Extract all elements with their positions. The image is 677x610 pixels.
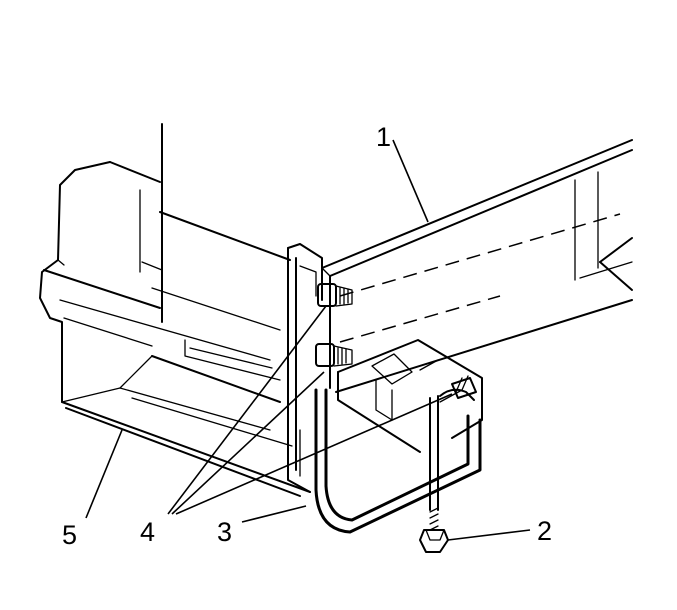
frame-rail <box>321 139 633 393</box>
u-bolt <box>314 388 482 534</box>
bumper <box>39 123 311 497</box>
leader-1 <box>392 139 429 223</box>
nuts <box>315 283 477 399</box>
leader-5 <box>85 429 123 519</box>
nut-upper <box>317 283 353 307</box>
bolt <box>419 395 449 553</box>
callout-4: 4 <box>140 517 156 547</box>
callout-3: 3 <box>217 517 233 547</box>
leader-lines <box>85 139 531 541</box>
nut-right <box>451 375 477 399</box>
leader-4b <box>171 371 325 515</box>
callout-1: 1 <box>376 122 392 152</box>
bumper-bracket <box>287 243 323 493</box>
leader-3 <box>241 505 307 523</box>
callout-5: 5 <box>62 520 78 550</box>
leader-4c <box>175 393 453 515</box>
leader-4a <box>167 305 327 515</box>
mount-block <box>337 339 483 453</box>
leader-2 <box>447 529 531 541</box>
nut-middle <box>315 343 353 367</box>
callout-2: 2 <box>537 516 553 546</box>
